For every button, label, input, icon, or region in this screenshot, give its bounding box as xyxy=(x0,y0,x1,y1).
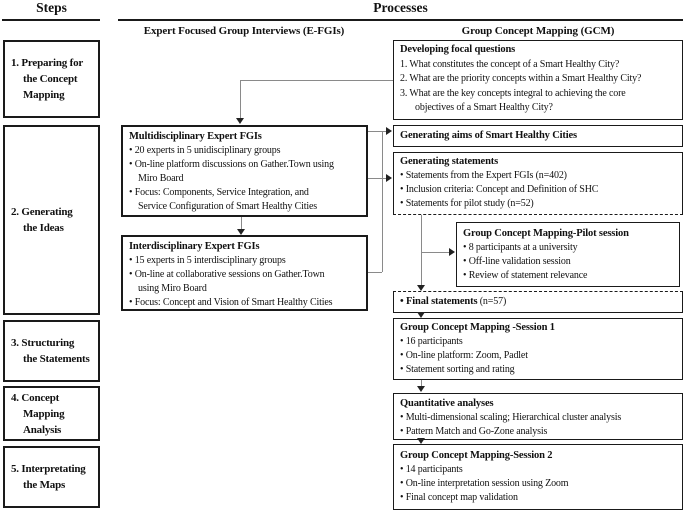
bullet-line: • Focus: Components, Service Integration… xyxy=(129,187,309,198)
interdisciplinary-fgi-box: Interdisciplinary Expert FGIs • 15 exper… xyxy=(121,235,368,311)
connector-multi-to-inter xyxy=(241,217,242,229)
bullet-continuation: using Miro Board xyxy=(138,283,207,294)
step-4-analysis-box: 4. Concept Mapping Analysis xyxy=(3,386,100,441)
step-line: 4. Concept xyxy=(11,391,60,404)
processes-column-header: Processes xyxy=(373,0,428,15)
focal-question: 3. What are the key concepts integral to… xyxy=(400,87,626,99)
step-line: Analysis xyxy=(23,423,62,436)
step-5-interpreting-box: 5. Interpretating the Maps xyxy=(3,446,100,508)
bullet-line: • Statement sorting and rating xyxy=(400,364,515,375)
bullet-line: • On-line platform: Zoom, Padlet xyxy=(400,350,528,361)
arrowhead-into-final-statements xyxy=(417,285,425,291)
box-title: Generating statements xyxy=(400,156,499,167)
generating-statements-box: Generating statements • Statements from … xyxy=(393,152,683,215)
connector-session1-to-quant xyxy=(421,380,422,386)
gcm-session-2-box: Group Concept Mapping-Session 2 • 14 par… xyxy=(393,444,683,510)
efgi-subcolumn-header: Expert Focused Group Interviews (E-FGIs) xyxy=(143,25,345,37)
step-line: 5. Interpretating xyxy=(11,463,86,475)
gcm-subcolumn-header: Group Concept Mapping (GCM) xyxy=(461,25,615,37)
bullet-line: • Focus: Concept and Vision of Smart Hea… xyxy=(129,297,333,308)
arrowhead-into-multi-fgi xyxy=(236,118,244,124)
step-line: 3. Structuring xyxy=(11,337,75,349)
processes-header-underline xyxy=(118,19,683,21)
final-statements-count: (n=57) xyxy=(477,296,507,307)
step-line: the Ideas xyxy=(23,222,64,234)
box-title: Group Concept Mapping -Session 1 xyxy=(400,322,555,333)
bullet-line: • Pattern Match and Go-Zone analysis xyxy=(400,426,548,437)
box-title: Multidisciplinary Expert FGIs xyxy=(129,131,262,142)
bullet-line: • 16 participants xyxy=(400,336,463,347)
final-statements-line: • Final statements (n=57) xyxy=(400,295,506,309)
box-title: Group Concept Mapping-Pilot session xyxy=(463,228,629,239)
bullet-continuation: Miro Board xyxy=(138,173,184,184)
steps-header-underline xyxy=(2,19,100,21)
bullet-line: • Multi-dimensional scaling; Hierarchica… xyxy=(400,412,622,423)
step-3-structuring-box: 3. Structuring the Statements xyxy=(3,320,100,382)
bullet-continuation: Service Configuration of Smart Healthy C… xyxy=(138,201,318,212)
bullet-line: • Review of statement relevance xyxy=(463,270,588,281)
arrowhead-into-statements xyxy=(386,174,392,182)
connector-statements-to-final xyxy=(421,215,422,285)
arrowhead-into-inter-fgi xyxy=(237,229,245,235)
focal-question: 1. What constitutes the concept of a Sma… xyxy=(400,58,620,70)
connector-fgi-to-aims xyxy=(368,131,386,132)
step-line: 1. Preparing for xyxy=(11,57,84,69)
steps-column-header: Steps xyxy=(36,0,67,15)
box-title: Group Concept Mapping-Session 2 xyxy=(400,450,553,461)
arrowhead-into-session-1 xyxy=(417,312,425,318)
connector-fgi-vertical-bus xyxy=(382,131,383,272)
gcm-session-1-box: Group Concept Mapping -Session 1 • 16 pa… xyxy=(393,318,683,380)
step-line: Mapping xyxy=(23,89,65,101)
final-statements-label: • Final statements xyxy=(400,296,478,307)
bullet-line: • Final concept map validation xyxy=(400,492,518,503)
step-1-preparing-box: 1. Preparing for the Concept Mapping xyxy=(3,40,100,118)
connector-fgi-to-statements xyxy=(368,178,386,179)
bullet-line: • On-line platform discussions on Gather… xyxy=(129,159,334,170)
step-line: 2. Generating xyxy=(11,206,73,218)
bullet-line: • On-line interpretation session using Z… xyxy=(400,478,569,489)
bullet-line: • Inclusion criteria: Concept and Defini… xyxy=(400,184,599,195)
focal-question-continuation: objectives of a Smart Healthy City? xyxy=(415,102,553,113)
box-title: Quantitative analyses xyxy=(400,398,494,409)
bullet-line: • Statements for pilot study (n=52) xyxy=(400,198,534,209)
step-line: the Maps xyxy=(23,479,66,491)
connector-inter-to-bus xyxy=(368,272,382,273)
bullet-line: • 14 participants xyxy=(400,464,463,475)
quantitative-analyses-box: Quantitative analyses • Multi-dimensiona… xyxy=(393,393,683,440)
bullet-line: • 15 experts in 5 interdisciplinary grou… xyxy=(129,255,286,266)
final-statements-box: • Final statements (n=57) xyxy=(393,291,683,313)
bullet-line: • On-line at collaborative sessions on G… xyxy=(129,269,325,280)
developing-focal-questions-box: Developing focal questions 1. What const… xyxy=(393,40,683,120)
arrowhead-into-aims xyxy=(386,127,392,135)
connector-focal-to-multi-horizontal xyxy=(240,80,393,81)
step-line: the Concept xyxy=(23,73,78,85)
bullet-line: • 8 participants at a university xyxy=(463,242,578,253)
connector-focal-to-multi-vertical xyxy=(240,80,241,118)
arrowhead-into-pilot-session xyxy=(449,248,455,256)
step-line: the Statements xyxy=(23,353,90,365)
focal-question: 2. What are the priority concepts within… xyxy=(400,73,642,84)
box-title: Interdisciplinary Expert FGIs xyxy=(129,241,260,252)
bullet-line: • Statements from the Expert FGIs (n=402… xyxy=(400,170,567,181)
box-title: Generating aims of Smart Healthy Cities xyxy=(400,130,577,141)
connector-branch-to-pilot xyxy=(421,252,449,253)
multidisciplinary-fgi-box: Multidisciplinary Expert FGIs • 20 exper… xyxy=(121,125,368,217)
step-line: Mapping xyxy=(23,407,65,420)
arrowhead-into-session-2 xyxy=(417,438,425,444)
gcm-pilot-session-box: Group Concept Mapping-Pilot session • 8 … xyxy=(456,222,680,287)
box-title: Developing focal questions xyxy=(400,44,516,55)
bullet-line: • 20 experts in 5 unidisciplinary groups xyxy=(129,145,281,156)
step-2-generating-box: 2. Generating the Ideas xyxy=(3,125,100,315)
arrowhead-into-quantitative xyxy=(417,386,425,392)
generating-aims-box: Generating aims of Smart Healthy Cities xyxy=(393,125,683,147)
bullet-line: • Off-line validation session xyxy=(463,256,571,267)
